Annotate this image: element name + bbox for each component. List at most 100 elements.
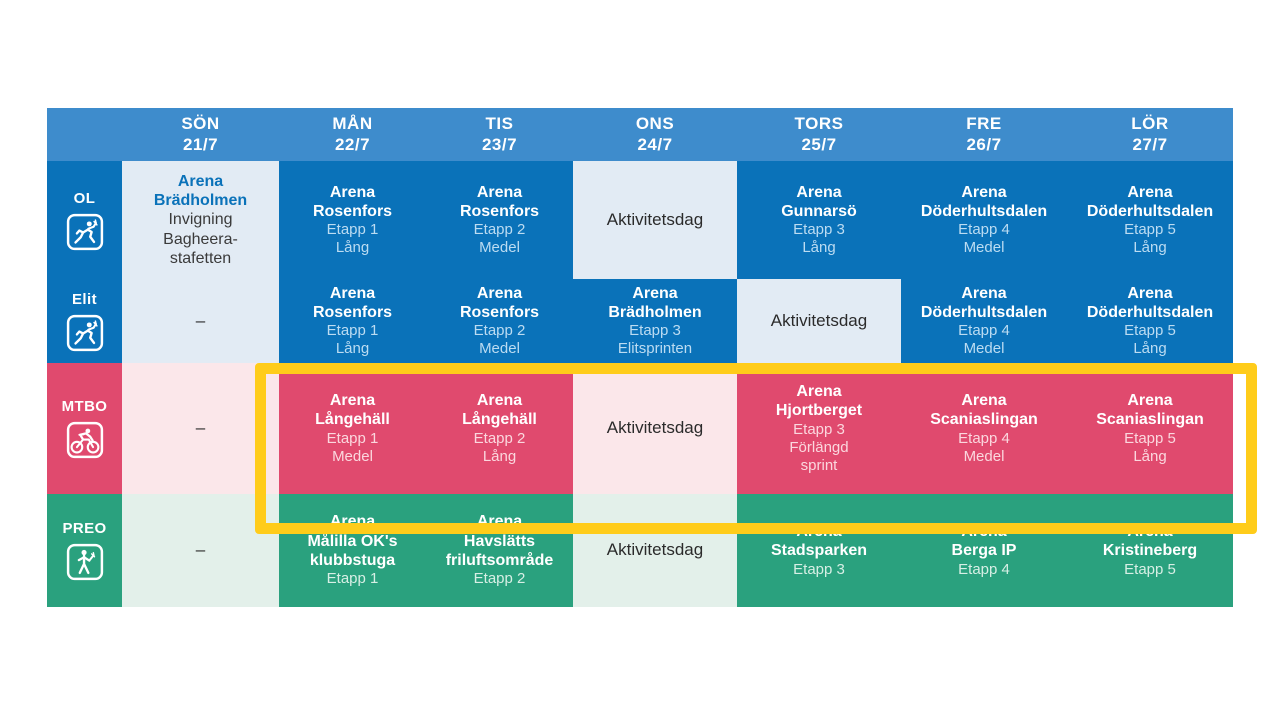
- event-distance: Lång: [802, 239, 836, 257]
- event-distance: Medel: [479, 340, 520, 358]
- event-arena-word: Arena: [476, 183, 523, 201]
- event-venue: Döderhultsdalen: [1086, 202, 1214, 220]
- schedule-cell[interactable]: Aktivitetsdag: [573, 363, 737, 494]
- event-venue: Stadsparken: [770, 542, 868, 560]
- event-distance: Medel: [963, 239, 1005, 257]
- schedule-cell[interactable]: –: [122, 494, 279, 607]
- event-venue: Scaniaslingan: [1096, 411, 1204, 429]
- rest-day-label: Aktivitetsdag: [606, 418, 704, 438]
- schedule-cell[interactable]: Aktivitetsdag: [573, 494, 737, 607]
- day-name: TORS: [794, 113, 844, 133]
- event-arena-word: Arena: [961, 183, 1007, 201]
- schedule-cell[interactable]: –: [122, 279, 279, 363]
- event-distance-line2: sprint: [800, 456, 838, 474]
- event-arena-word: Arena: [476, 392, 523, 409]
- event-venue: Rosenfors: [459, 303, 540, 321]
- event-stage: Etapp 3: [793, 560, 845, 578]
- event-stage: Etapp 1: [326, 429, 379, 447]
- event-distance: Elitsprinten: [617, 340, 693, 358]
- rest-day-label: Aktivitetsdag: [606, 540, 704, 560]
- event-distance: Bagheera-: [163, 230, 238, 248]
- event-arena-word: Arena: [796, 183, 842, 201]
- day-date: 22/7: [334, 134, 371, 154]
- event-distance: Lång: [1133, 239, 1167, 257]
- event-stage: Etapp 1: [326, 221, 379, 239]
- day-date: 21/7: [182, 134, 219, 154]
- event-venue-line2: friluftsområde: [445, 552, 554, 570]
- event-distance: Medel: [332, 447, 373, 465]
- event-distance: Lång: [1133, 447, 1167, 465]
- event-stage: Etapp 4: [958, 429, 1010, 447]
- event-arena-word: Arena: [796, 523, 842, 541]
- day-name: ONS: [635, 113, 675, 133]
- runner-icon: [66, 213, 103, 250]
- event-venue: Rosenfors: [459, 202, 540, 220]
- discipline-name: OL: [73, 189, 96, 207]
- event-arena-word: Arena: [329, 392, 376, 409]
- event-venue: Målilla OK's: [307, 532, 398, 550]
- no-event-dash: –: [195, 540, 206, 560]
- event-arena-word: Arena: [1127, 183, 1173, 201]
- event-stage: Etapp 4: [958, 560, 1010, 578]
- day-date: 23/7: [481, 134, 518, 154]
- event-stage: Etapp 5: [1124, 429, 1176, 447]
- cyclist-icon: [66, 421, 103, 459]
- discipline-label-ol: OL: [47, 161, 122, 279]
- event-distance: Medel: [963, 447, 1005, 465]
- day-date: 26/7: [966, 134, 1002, 154]
- event-arena-word: Arena: [329, 183, 376, 201]
- event-venue: Rosenfors: [312, 303, 393, 321]
- event-venue: Döderhultsdalen: [920, 303, 1048, 321]
- table-corner-cell: [47, 108, 122, 161]
- schedule-cell[interactable]: Aktivitetsdag: [737, 279, 901, 363]
- day-date: 25/7: [801, 134, 837, 154]
- event-arena-word: Arena: [329, 284, 376, 302]
- day-date: 24/7: [637, 134, 673, 154]
- event-distance: Lång: [335, 340, 370, 358]
- event-venue: Brädholmen: [608, 303, 702, 321]
- day-date: 27/7: [1132, 134, 1168, 154]
- event-distance: Lång: [482, 447, 517, 465]
- discipline-label-preo: PREO: [47, 494, 122, 607]
- event-arena-word: Arena: [961, 284, 1007, 302]
- event-distance: Medel: [963, 340, 1005, 358]
- discipline-label-elit: Elit: [47, 279, 122, 363]
- event-arena-word: Arena: [796, 382, 842, 400]
- event-arena-word: Arena: [476, 513, 523, 531]
- event-arena-word: Arena: [1127, 392, 1173, 409]
- event-venue-line2: klubbstuga: [309, 552, 396, 570]
- event-stage: Etapp 2: [473, 322, 526, 340]
- event-venue: Hjortberget: [775, 402, 863, 420]
- event-stage: Etapp 2: [473, 221, 526, 239]
- event-venue: Brädholmen: [153, 191, 248, 209]
- event-venue: Rosenfors: [312, 202, 393, 220]
- schedule-cell[interactable]: Aktivitetsdag: [573, 161, 737, 279]
- schedule-cell[interactable]: –: [122, 363, 279, 494]
